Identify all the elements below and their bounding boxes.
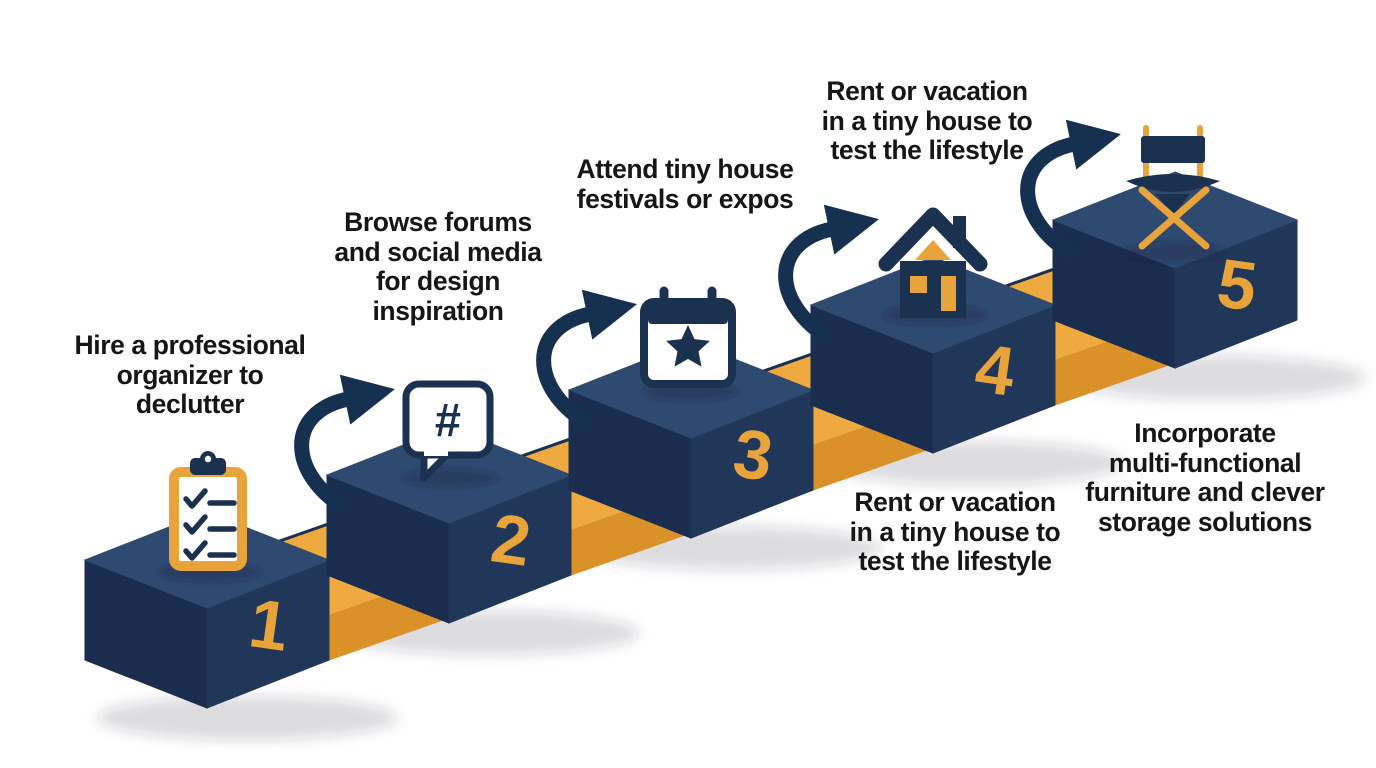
curved-arrows [294,119,1121,515]
step-5-label: Incorporate multi-functional furniture a… [1085,418,1325,538]
calendar-star-icon [640,286,736,388]
step-1-label: Hire a professional organizer to declutt… [74,330,306,420]
step-4-label: Rent or vacation in a tiny house to test… [821,76,1033,166]
step-block-4: 4 [809,256,1057,454]
step-2-label: Browse forums and social media for desig… [334,207,542,327]
directors-chair-icon [1126,125,1220,250]
curved-arrow-icon [294,374,395,515]
step-3-label: Attend tiny house festivals or expos [576,154,794,214]
curved-arrow-icon [536,289,637,430]
curved-arrow-icon [778,204,879,345]
curved-arrow-icon [1020,119,1121,260]
clipboard-checklist-icon [169,451,247,571]
hashtag-chat-bubble-icon: # [402,380,494,482]
step-4-label-below: Rent or vacation in a tiny house to test… [849,487,1061,577]
tiny-house-icon [878,207,988,318]
hashtag-glyph: # [435,394,461,447]
step-block-1: 1 [83,511,331,709]
